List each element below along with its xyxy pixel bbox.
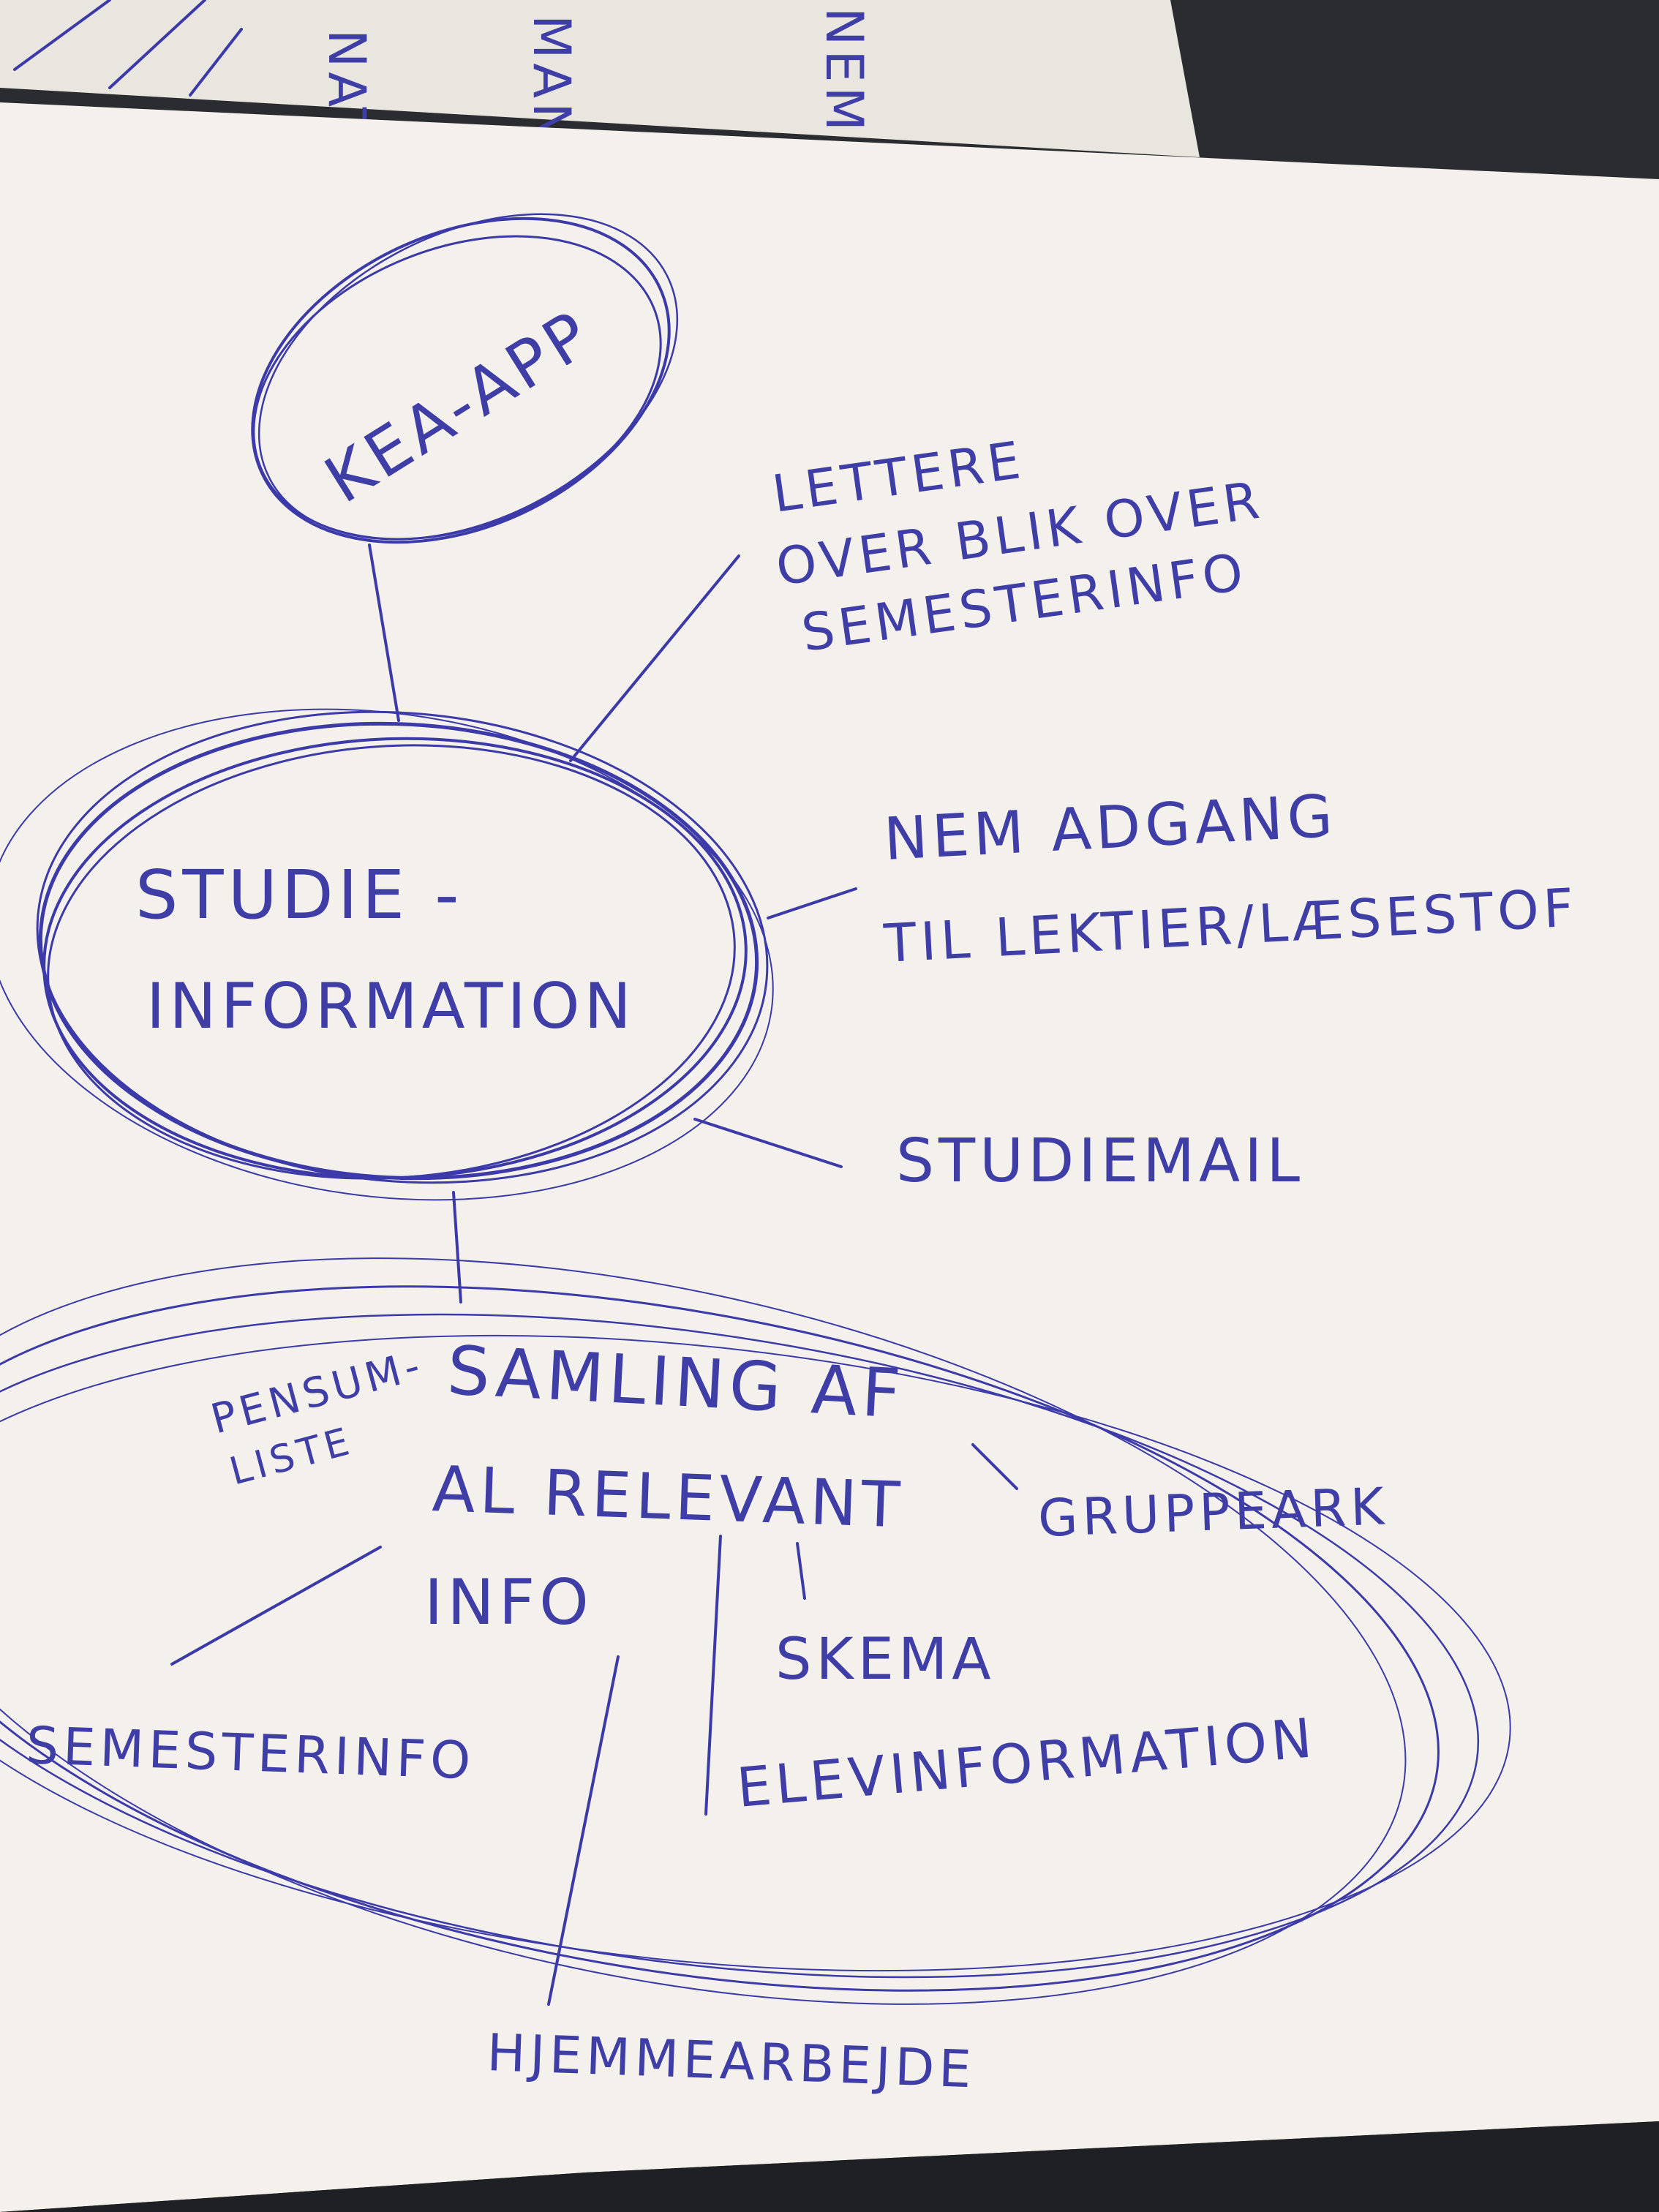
item-grupppeark: GRUPPEARK <box>1037 1476 1390 1549</box>
connector-nem-adgang <box>767 887 857 919</box>
connector-lettere <box>569 554 740 762</box>
connector-semesterinfo <box>170 1546 382 1666</box>
studie-information-bubble: STUDIE - INFORMATION <box>0 708 774 1201</box>
center-label-line-2: INFORMATION <box>146 970 636 1043</box>
paper-sheet <box>0 102 1659 2212</box>
bg-fragment-2: MAN <box>522 15 582 146</box>
connector-skema-divider <box>704 1535 722 1816</box>
connector-grupppeark <box>971 1443 1018 1490</box>
background-sheet <box>0 0 1200 157</box>
bg-fragment-3: NEM <box>814 7 874 135</box>
connector-kea-center <box>368 543 400 722</box>
connector-studiemail <box>693 1118 843 1168</box>
connectors <box>170 543 1018 2006</box>
connector-skema <box>796 1542 806 1600</box>
background-sheet-lines <box>13 0 243 97</box>
connector-center-collection <box>452 1191 462 1304</box>
benefit-studiemail: STUDIEMAIL <box>896 1126 1304 1196</box>
collection-line-3: INFO <box>424 1566 593 1639</box>
center-label-line-1: STUDIE - <box>135 856 463 934</box>
item-skema: SKEMA <box>775 1627 996 1693</box>
collection-line-2: AL RELEVANT <box>431 1453 906 1542</box>
table-surface <box>0 2121 1659 2212</box>
